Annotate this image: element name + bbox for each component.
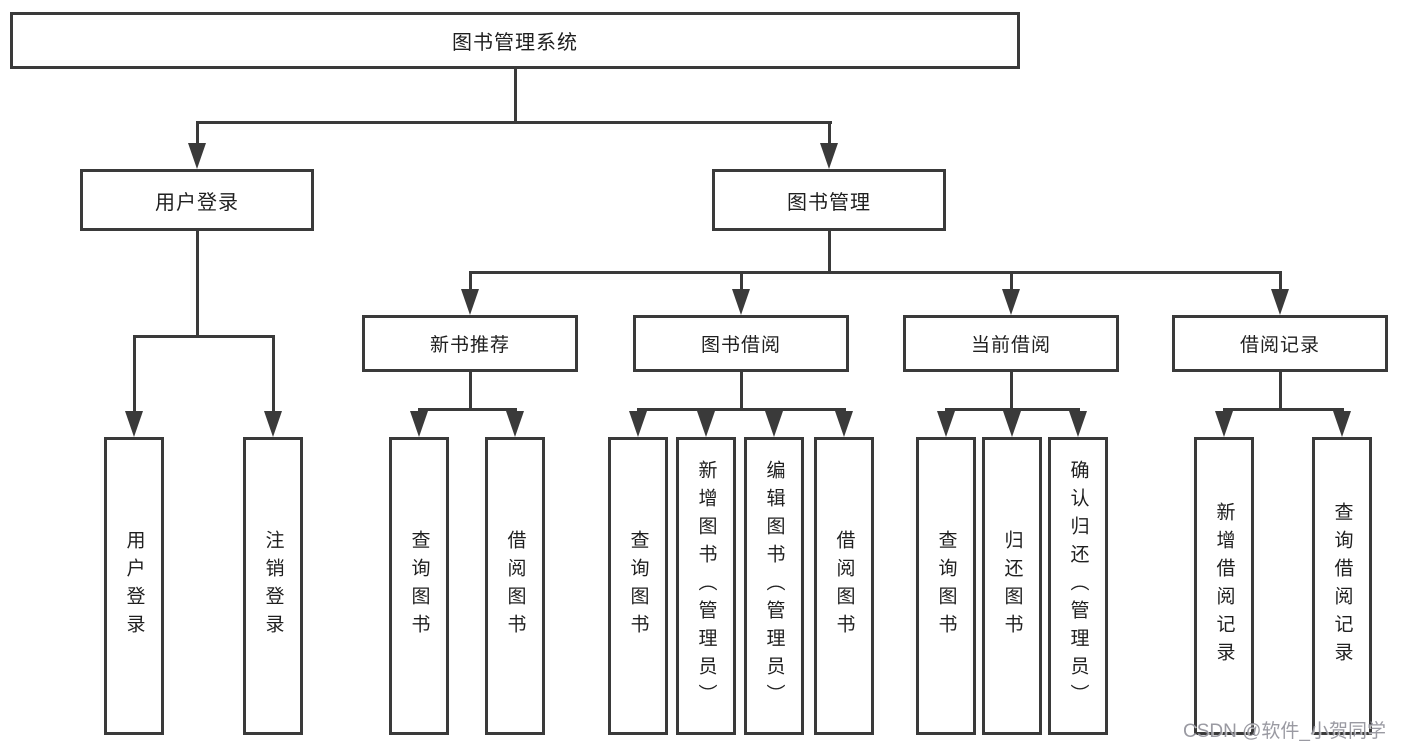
node-book-management: 图书管理 <box>712 169 946 231</box>
node-new-book-recommend: 新书推荐 <box>362 315 578 372</box>
connector-stub <box>196 121 199 144</box>
node-label: 查询图书 <box>408 530 430 642</box>
arrow-down-icon <box>125 411 143 437</box>
arrow-down-icon <box>820 143 838 169</box>
arrow-down-icon <box>1271 289 1289 315</box>
node-label: 新书推荐 <box>429 335 510 356</box>
leaf-newbook-query-books: 查询图书 <box>389 437 449 735</box>
arrow-down-icon <box>765 411 783 437</box>
node-label: 用户登录 <box>123 530 145 642</box>
leaf-borrow-query-books: 查询图书 <box>608 437 668 735</box>
connector-vline <box>469 372 472 408</box>
node-label: 图书借阅 <box>700 335 781 356</box>
connector-hline <box>133 335 275 338</box>
leaf-logout: 注销登录 <box>243 437 303 735</box>
connector-vline <box>1010 372 1013 408</box>
node-label: 借阅记录 <box>1239 335 1320 356</box>
connector-vline <box>1279 372 1282 408</box>
node-label: 注销登录 <box>262 530 284 642</box>
connector-stub <box>272 335 275 411</box>
leaf-current-query-books: 查询图书 <box>916 437 976 735</box>
node-label: 用户登录 <box>155 191 239 214</box>
arrow-down-icon <box>188 143 206 169</box>
node-label: 新增图书（管理员） <box>695 460 717 712</box>
node-label: 查询借阅记录 <box>1331 502 1353 670</box>
arrow-down-icon <box>410 411 428 437</box>
connector-stub <box>1010 271 1013 290</box>
node-root: 图书管理系统 <box>10 12 1020 69</box>
leaf-current-return-books: 归还图书 <box>982 437 1042 735</box>
node-label: 新增借阅记录 <box>1213 502 1235 670</box>
connector-stub <box>740 271 743 290</box>
leaf-current-confirm-return-admin: 确认归还（管理员） <box>1048 437 1108 735</box>
connector-vline <box>514 69 517 121</box>
arrow-down-icon <box>461 289 479 315</box>
node-label: 确认归还（管理员） <box>1067 460 1089 712</box>
node-label: 图书管理系统 <box>452 32 578 54</box>
node-label: 查询图书 <box>627 530 649 642</box>
leaf-record-query-borrow-record: 查询借阅记录 <box>1312 437 1372 735</box>
arrow-down-icon <box>697 411 715 437</box>
arrow-down-icon <box>1215 411 1233 437</box>
node-book-borrow: 图书借阅 <box>633 315 849 372</box>
leaf-newbook-borrow-books: 借阅图书 <box>485 437 545 735</box>
arrow-down-icon <box>1002 289 1020 315</box>
leaf-user-login: 用户登录 <box>104 437 164 735</box>
csdn-watermark: CSDN @软件_小贺同学 <box>1183 721 1386 742</box>
arrow-down-icon <box>732 289 750 315</box>
connector-stub <box>133 335 136 411</box>
connector-hline <box>1223 408 1344 411</box>
connector-vline <box>828 231 831 273</box>
connector-stub <box>1279 271 1282 290</box>
connector-stub <box>828 121 831 144</box>
arrow-down-icon <box>1003 411 1021 437</box>
connector-vline <box>740 372 743 408</box>
node-current-borrow: 当前借阅 <box>903 315 1119 372</box>
node-label: 查询图书 <box>935 530 957 642</box>
node-label: 归还图书 <box>1001 530 1023 642</box>
node-user-login: 用户登录 <box>80 169 314 231</box>
node-label: 借阅图书 <box>833 530 855 642</box>
node-label: 当前借阅 <box>970 335 1051 356</box>
arrow-down-icon <box>506 411 524 437</box>
leaf-borrow-borrow-books: 借阅图书 <box>814 437 874 735</box>
arrow-down-icon <box>937 411 955 437</box>
arrow-down-icon <box>1333 411 1351 437</box>
node-label: 图书管理 <box>787 191 871 214</box>
connector-hline <box>469 271 1282 274</box>
leaf-record-add-borrow-record: 新增借阅记录 <box>1194 437 1254 735</box>
leaf-borrow-edit-books-admin: 编辑图书（管理员） <box>744 437 804 735</box>
leaf-borrow-add-books-admin: 新增图书（管理员） <box>676 437 736 735</box>
connector-hline <box>196 121 832 124</box>
node-label: 借阅图书 <box>504 530 526 642</box>
connector-stub <box>469 271 472 290</box>
node-borrow-record: 借阅记录 <box>1172 315 1388 372</box>
arrow-down-icon <box>264 411 282 437</box>
connector-hline <box>418 408 517 411</box>
node-label: 编辑图书（管理员） <box>763 460 785 712</box>
arrow-down-icon <box>629 411 647 437</box>
arrow-down-icon <box>1069 411 1087 437</box>
connector-vline <box>196 231 199 335</box>
connector-hline <box>637 408 846 411</box>
arrow-down-icon <box>835 411 853 437</box>
